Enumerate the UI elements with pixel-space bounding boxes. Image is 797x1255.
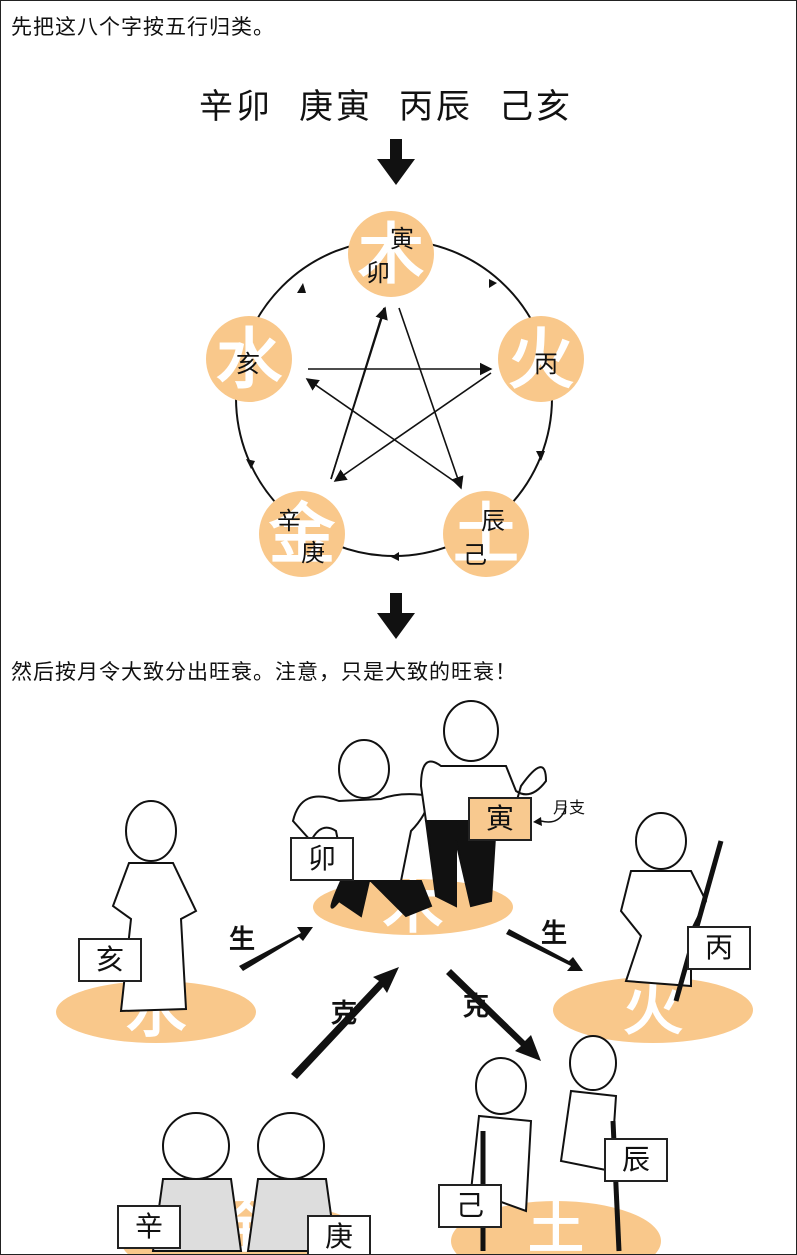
fire-glyph: 火 — [508, 320, 574, 398]
down-arrow-icon — [377, 139, 415, 185]
fire-ellipse-glyph: 火 — [623, 974, 683, 1044]
metal-circle: 金 辛 庚 — [259, 491, 345, 577]
sheng-left-arrow — [239, 927, 313, 971]
sheng-right-label: 生 — [541, 919, 568, 949]
cartoon-figures — [111, 700, 724, 1252]
tag-xin: 辛 — [117, 1205, 181, 1249]
tag-yin: 寅 — [468, 797, 532, 841]
tag-geng: 庚 — [307, 1215, 371, 1254]
fire-ellipse: 火 — [553, 974, 753, 1044]
tag-bing: 丙 — [687, 926, 751, 970]
control-line — [305, 378, 462, 487]
five-elements-diagram — [235, 239, 553, 561]
ke-right-label: 克 — [463, 992, 490, 1022]
earth-ellipse-glyph: 土 — [528, 1196, 584, 1255]
wood-stem-mao: 卯 — [366, 259, 390, 287]
control-line — [398, 307, 464, 490]
fire-boy — [619, 812, 724, 1002]
earth-glyph: 土 — [453, 495, 519, 573]
tag-mao: 卯 — [290, 837, 354, 881]
pillar-month: 庚寅 — [299, 87, 373, 127]
tag-ji: 己 — [438, 1184, 502, 1228]
water-glyph: 水 — [216, 320, 282, 398]
wood-stem-yin: 寅 — [390, 225, 414, 253]
cycle-arrowhead — [391, 552, 399, 561]
control-line — [333, 372, 492, 482]
water-stem-hai: 亥 — [236, 350, 260, 378]
water-circle: 水 亥 — [206, 316, 292, 402]
pillar-hour: 己亥 — [499, 87, 573, 127]
four-pillars: 辛卯庚寅丙辰己亥 — [199, 79, 573, 128]
earth-stem-ji: 己 — [463, 541, 487, 569]
earth-circle: 土 辰 己 — [443, 491, 529, 577]
caption-middle: 然后按月令大致分出旺衰。注意，只是大致的旺衰！ — [11, 660, 517, 684]
pillar-day: 丙辰 — [399, 87, 473, 127]
metal-stem-xin: 辛 — [277, 507, 301, 535]
wood-glyph: 木 — [358, 215, 424, 293]
sheng-right-arrow — [506, 929, 583, 971]
earth-stem-chen: 辰 — [481, 507, 505, 535]
tag-hai: 亥 — [78, 938, 142, 982]
ke-right-arrow — [446, 969, 541, 1061]
cycle-arrowhead — [536, 451, 545, 461]
month-branch-note: 月支 — [553, 798, 586, 817]
wood-strongman-mao — [291, 739, 433, 918]
caption-top: 先把这八个字按五行归类。 — [11, 15, 275, 39]
ke-left-label: 克 — [331, 999, 358, 1029]
down-arrow-icon — [377, 593, 415, 639]
metal-stem-geng: 庚 — [301, 539, 325, 567]
fire-circle: 火 丙 — [498, 316, 584, 402]
fire-stem-bing: 丙 — [534, 350, 558, 378]
ke-left-arrow — [291, 967, 399, 1079]
pillar-year: 辛卯 — [199, 87, 273, 127]
month-note-arrow — [540, 805, 567, 823]
control-line — [330, 306, 388, 480]
cycle-arrowhead — [297, 283, 306, 293]
sheng-left-label: 生 — [229, 925, 256, 955]
metal-glyph: 金 — [269, 495, 335, 573]
wood-circle: 木 寅 卯 — [348, 211, 434, 297]
cycle-arrowhead — [246, 459, 255, 469]
tag-chen: 辰 — [604, 1138, 668, 1182]
cycle-arrowhead — [489, 279, 497, 288]
